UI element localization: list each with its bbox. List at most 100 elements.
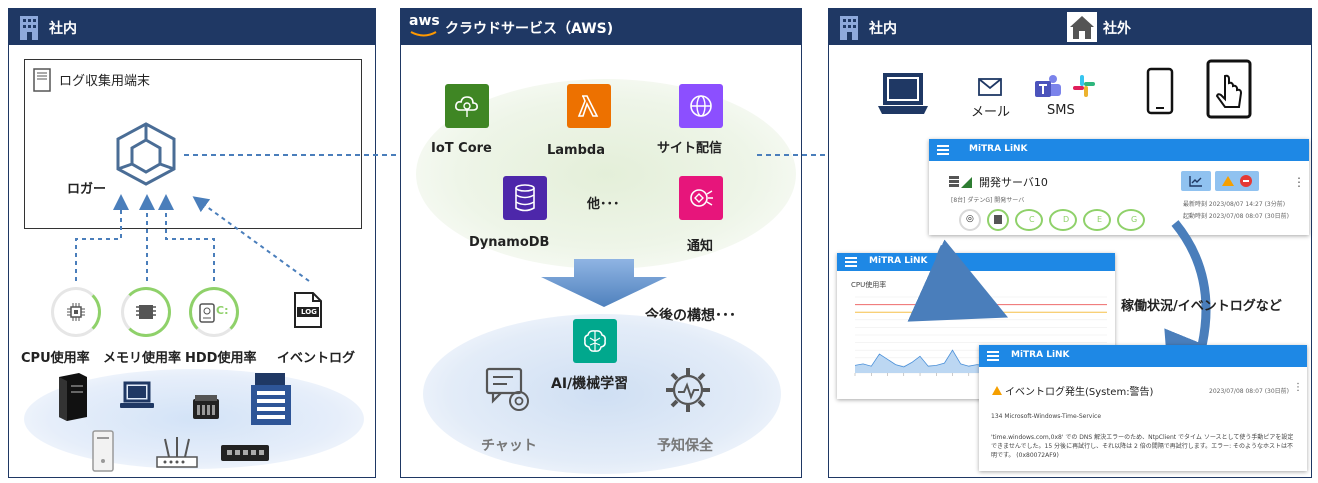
log-terminal-box: ログ収集用端末 ロガー: [24, 59, 362, 229]
card3-menu-icon[interactable]: [987, 351, 999, 361]
slack-icon: [1073, 75, 1095, 97]
event-warning-icon: [992, 386, 1002, 395]
terminal-icon: [33, 68, 51, 92]
card3-title: MiTRA LiNK: [1011, 350, 1070, 360]
card1-memory-gauge: [987, 209, 1009, 231]
cloud-to-client-arrow: [757, 145, 863, 165]
future-down-arrow: [541, 259, 667, 307]
ai-ml-label: AI/機械学習: [551, 376, 629, 392]
ai-ml-tile: [573, 319, 617, 363]
server-summary-card[interactable]: MiTRA LiNK 開発サーバ10 [8台] ダ゙テンG] 開発サーバ ⋮ 最…: [929, 139, 1309, 235]
brain-icon: [584, 330, 606, 352]
desktop-pc-icon: [92, 430, 114, 472]
card1-cpu-glyph: ◎: [966, 214, 974, 224]
chat-icon: [485, 367, 529, 411]
teams-icon: [1035, 75, 1061, 97]
cpu-label: CPU使用率: [21, 351, 90, 366]
hdd-gauge: C:: [189, 287, 239, 337]
hdd-icon: [199, 303, 215, 323]
chart-view-button[interactable]: [1181, 171, 1211, 191]
latest-time: 最新時刻 2023/08/07 14:27 (3分前): [1183, 201, 1286, 208]
chip-icon: [67, 303, 85, 321]
notification-icon: [690, 189, 713, 207]
cpu-gauge: [51, 287, 101, 337]
others-label: 他･･･: [587, 197, 620, 212]
card1-drive-letter: E: [1097, 215, 1103, 224]
copier-icon: [251, 373, 291, 425]
card2-title: MiTRA LiNK: [869, 256, 928, 266]
memory-gauge: [121, 287, 171, 337]
memory-icon: [136, 305, 156, 319]
logger-cube-icon: [116, 122, 176, 186]
lambda-tile: [567, 84, 611, 128]
collection-arrows: [75, 194, 310, 282]
aws-smile-icon: [410, 31, 437, 37]
more-options-icon[interactable]: ⋮: [1293, 175, 1305, 189]
aws-panel-title: クラウドサービス（AWS): [445, 21, 614, 37]
card1-cpu-gauge: ◎: [959, 209, 981, 231]
external-header-box: [1067, 9, 1311, 45]
event-more-icon[interactable]: ⋮: [1293, 382, 1303, 393]
card2-menu-icon[interactable]: [845, 257, 857, 267]
aws-panel-header: aws クラウドサービス（AWS): [401, 9, 801, 45]
event-time: 2023/07/08 08:07 (30日前): [1209, 388, 1290, 395]
globe-icon: [690, 95, 712, 117]
server-status-icon: [949, 176, 972, 188]
predictive-maintenance-icon: [666, 368, 710, 412]
event-log-label: イベントログ: [277, 351, 356, 366]
card1-drive-letter: D: [1063, 215, 1070, 224]
hdd-drive-letter: C:: [216, 304, 229, 317]
iot-core-label: IoT Core: [431, 141, 492, 156]
event-log-card[interactable]: MiTRA LiNK イベントログ発生(System:警告) 2023/07/0…: [979, 345, 1307, 471]
card1-drive-gauge-d: D: [1049, 209, 1077, 231]
mail-label: メール: [971, 105, 1011, 120]
status-label: 稼働状況/イベントログなど: [1121, 299, 1282, 314]
warning-icon: [1222, 176, 1234, 186]
internal-panel: 社内 ログ収集用端末 ロガー: [8, 8, 376, 478]
notification-label: 通知: [687, 239, 714, 254]
dynamodb-label: DynamoDB: [469, 235, 550, 250]
server-meta: [8台] ダ゙テンG] 開発サーバ: [951, 197, 1025, 204]
card1-title: MiTRA LiNK: [969, 144, 1028, 154]
card1-memory-glyph: [994, 215, 1002, 224]
site-delivery-label: サイト配信: [657, 141, 723, 156]
smartphone-icon: [1146, 67, 1174, 115]
terminal-label: ログ収集用端末: [59, 74, 151, 89]
database-icon: [515, 184, 535, 212]
log-file-icon: [294, 292, 322, 328]
iot-core-tile: [445, 84, 489, 128]
line-chart-icon: [1189, 176, 1202, 187]
aws-panel: aws クラウドサービス（AWS) IoT Core Lambda サイト配信: [400, 8, 802, 478]
card3-header: MiTRA LiNK: [979, 345, 1307, 367]
network-switch-icon: [221, 445, 269, 461]
alert-status-button[interactable]: [1215, 171, 1259, 191]
menu-icon[interactable]: [937, 145, 949, 155]
mail-icon: [978, 78, 1002, 96]
lambda-label: Lambda: [547, 143, 605, 158]
nas-icon: [193, 395, 219, 419]
memory-label: メモリ使用率: [103, 351, 182, 366]
router-icon: [156, 437, 198, 468]
card1-drive-letter: C: [1029, 215, 1035, 224]
aws-logo-icon: aws: [409, 13, 440, 29]
card1-drive-gauge-e: E: [1083, 209, 1111, 231]
access-panel-header: 社内 社外: [829, 9, 1311, 45]
laptop-icon: [120, 381, 154, 408]
maintenance-label: 予知保全: [657, 438, 713, 454]
chat-label: チャット: [481, 438, 537, 454]
logger-to-cloud-arrow: [184, 145, 428, 165]
cpu-chart-label: CPU使用率: [851, 281, 887, 289]
internal-panel-title: 社内: [49, 21, 77, 37]
server-tower-icon: [59, 373, 87, 421]
hdd-label: HDD使用率: [185, 351, 257, 366]
access-panel: 社内 社外 メール SMS: [828, 8, 1312, 478]
internal-panel-header: 社内: [9, 9, 375, 45]
client-laptop-icon: [878, 73, 928, 114]
event-source: 134 Microsoft-Windows-Time-Service: [991, 413, 1102, 420]
event-message: 'time.windows.com,0x8' での DNS 解決エラーのため、N…: [991, 434, 1294, 459]
boot-time: 起動時刻 2023/07/08 08:07 (30日前): [1183, 213, 1289, 220]
server-name: 開発サーバ10: [979, 176, 1048, 189]
card1-drive-gauge-c: C: [1015, 209, 1043, 231]
log-file-glyph: LOG: [301, 308, 317, 316]
iot-cloud-icon: [455, 96, 478, 117]
